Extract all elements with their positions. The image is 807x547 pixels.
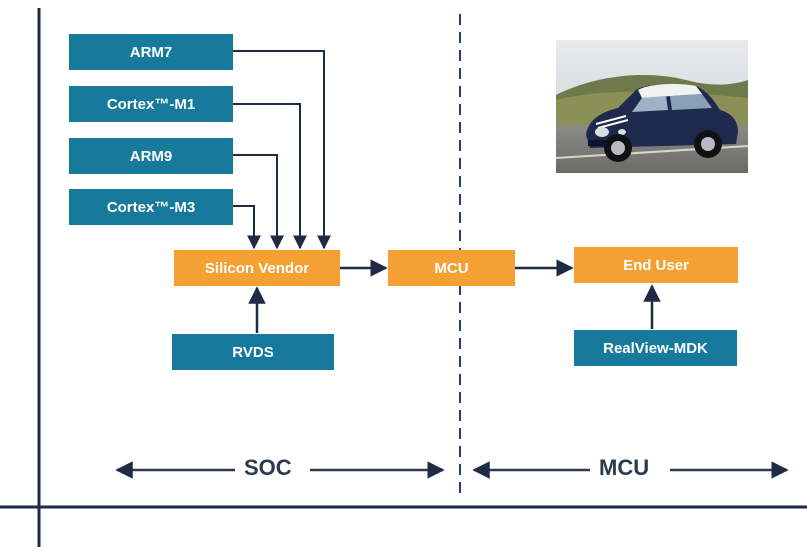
- rvds-box: RVDS: [172, 334, 334, 370]
- arrow-arm9-to-vendor: [233, 154, 284, 250]
- end-user-box: End User: [574, 247, 738, 283]
- silicon-vendor-box: Silicon Vendor: [174, 250, 340, 286]
- core-box-cortex-m1: Cortex™-M1: [69, 86, 233, 122]
- core-box-arm7: ARM7: [69, 34, 233, 70]
- region-label-soc: SOC: [244, 455, 292, 480]
- realview-mdk-box: RealView-MDK: [574, 330, 737, 366]
- arrow-arm7-to-vendor: [233, 50, 331, 250]
- arrow-cortex-m1-to-vendor: [233, 103, 307, 250]
- arrow-cortex-m3-to-vendor: [233, 205, 261, 250]
- mcu-box: MCU: [388, 250, 515, 286]
- car-photo: [556, 40, 748, 173]
- core-box-arm9: ARM9: [69, 138, 233, 174]
- core-box-cortex-m3: Cortex™-M3: [69, 189, 233, 225]
- region-label-mcu: MCU: [599, 455, 650, 480]
